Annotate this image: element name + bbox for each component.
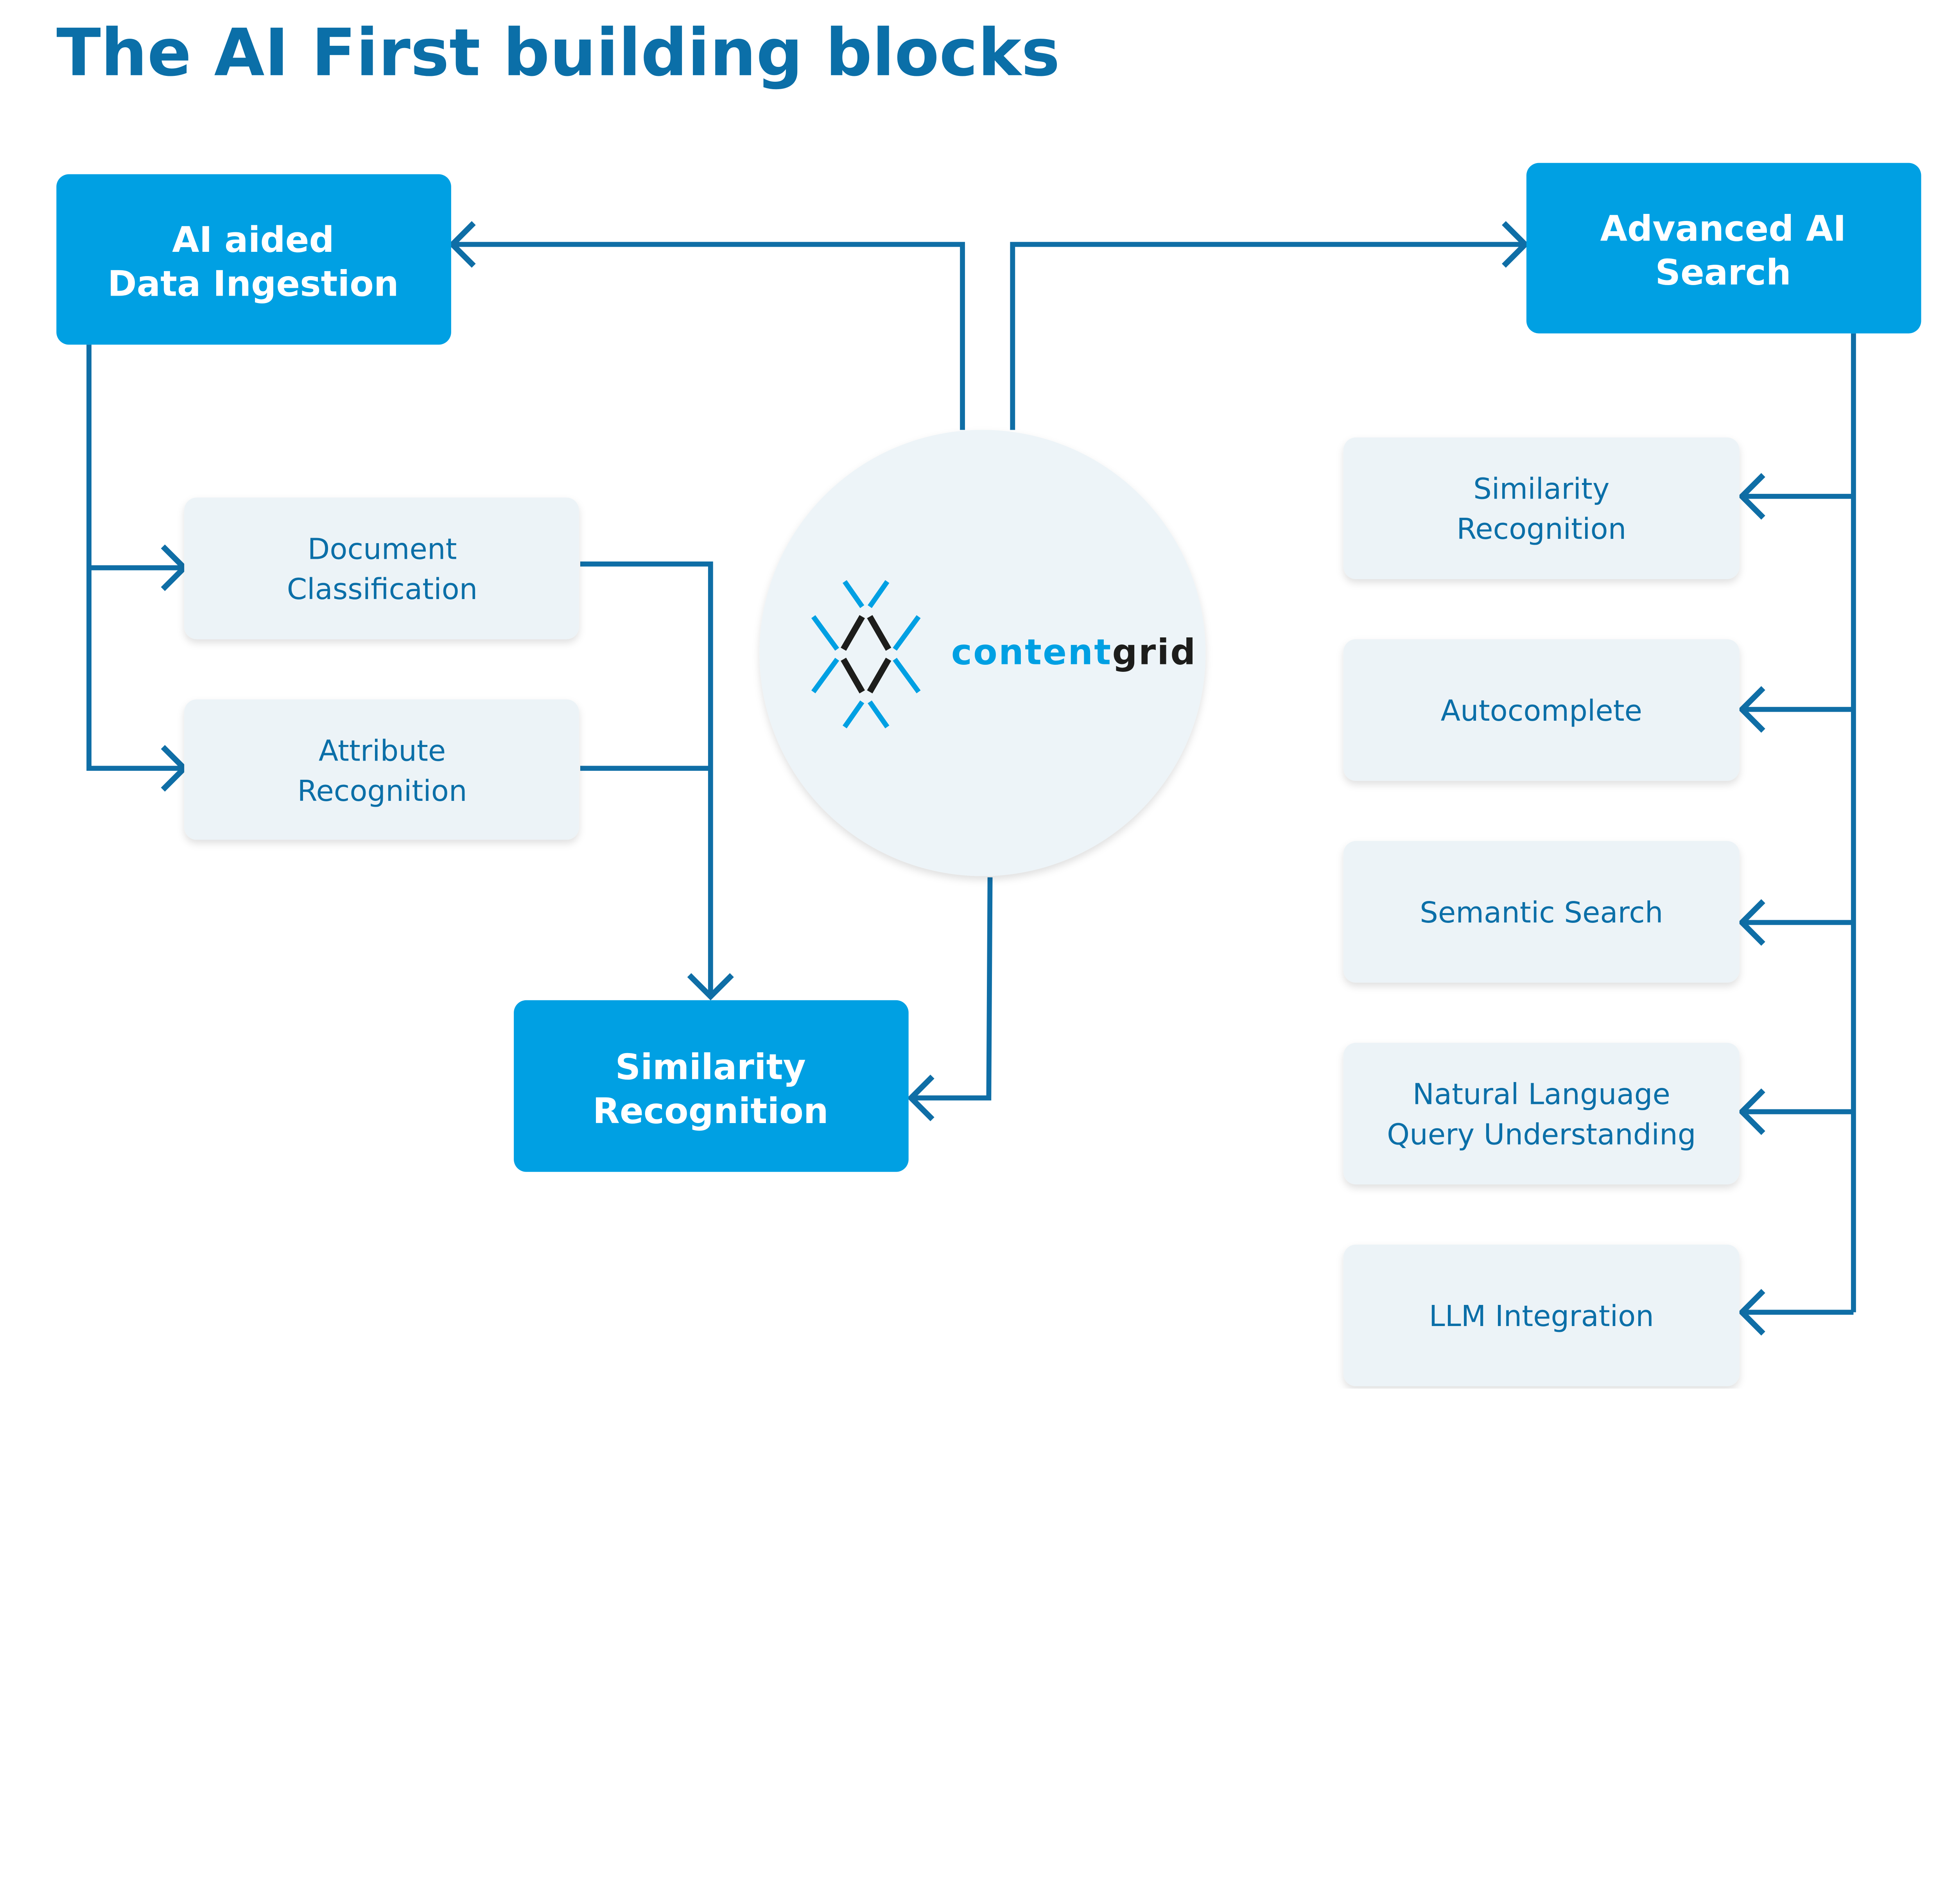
- node-similarity-recognition: Similarity Recognition: [514, 1000, 909, 1172]
- logo-text: contentgrid: [951, 632, 1197, 673]
- node-label: AI aided: [172, 220, 334, 260]
- connector-hub-to-similarity: [912, 877, 993, 1101]
- node-advanced-ai-search: Advanced AI Search: [1526, 163, 1921, 334]
- arrow-head-icon: [1738, 473, 1765, 520]
- node-label: Semantic Search: [1420, 896, 1663, 930]
- node-search-similarity-recognition: Similarity Recognition: [1343, 437, 1740, 579]
- arrow-head-icon: [907, 1075, 934, 1122]
- contentgrid-hub: contentgrid: [759, 430, 1206, 876]
- arrow-head-icon: [1738, 1088, 1765, 1135]
- arrow-head-icon: [1502, 221, 1529, 268]
- node-label: Recognition: [1456, 513, 1626, 546]
- node-autocomplete: Autocomplete: [1343, 639, 1740, 781]
- contentgrid-logo-icon: [811, 580, 921, 729]
- node-label: Natural Language: [1413, 1078, 1670, 1111]
- connector-to-similarity: [580, 561, 713, 995]
- node-label: Classification: [287, 573, 478, 606]
- arrow-head-icon: [1738, 686, 1765, 733]
- node-label: Data Ingestion: [108, 264, 399, 304]
- diagram-canvas: The AI First building blocks: [56, 15, 1921, 1386]
- connector-hub-to-ingestion: [454, 242, 965, 430]
- node-natural-language-query-understanding: Natural Language Query Understanding: [1343, 1043, 1740, 1184]
- arrow-head-icon: [448, 221, 476, 268]
- node-semantic-search: Semantic Search: [1343, 841, 1740, 983]
- connectors: [86, 221, 1856, 1336]
- arrow-head-icon: [1738, 1289, 1765, 1336]
- node-label: Autocomplete: [1441, 694, 1642, 728]
- node-label: Attribute: [319, 735, 446, 768]
- node-label: Advanced AI: [1600, 208, 1846, 249]
- node-label: Recognition: [298, 775, 467, 808]
- node-label: Query Understanding: [1387, 1118, 1696, 1151]
- connector-search-trunk: [1742, 333, 1856, 1315]
- node-label: Recognition: [593, 1091, 829, 1132]
- node-attribute-recognition: Attribute Recognition: [184, 699, 579, 840]
- node-label: Search: [1655, 253, 1791, 293]
- node-label: Similarity: [615, 1047, 806, 1088]
- node-ai-aided-data-ingestion: AI aided Data Ingestion: [56, 174, 451, 345]
- node-label: LLM Integration: [1429, 1300, 1654, 1333]
- page-title: The AI First building blocks: [56, 15, 1060, 91]
- arrow-head-icon: [1738, 899, 1765, 946]
- connector-ingestion-trunk: [86, 345, 182, 771]
- arrow-head-icon: [687, 973, 734, 1001]
- node-label: Similarity: [1473, 473, 1609, 506]
- node-llm-integration: LLM Integration: [1343, 1244, 1740, 1386]
- connector-hub-to-search: [1010, 242, 1524, 430]
- node-label: Document: [308, 533, 457, 566]
- node-document-classification: Document Classification: [184, 497, 579, 639]
